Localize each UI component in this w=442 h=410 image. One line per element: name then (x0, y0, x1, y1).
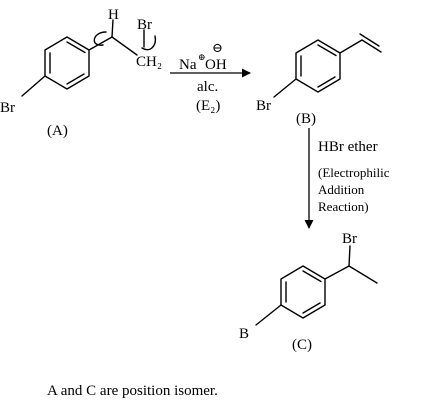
compound-a-atom-br-ring: Br (0, 100, 15, 116)
curved-arrow-icon (93, 31, 107, 46)
compound-a-atom-br-top: Br (137, 17, 152, 33)
compound-a-group-ch2: CH₂ (136, 54, 162, 70)
compound-a-bond-ring-to-chain (88, 36, 113, 51)
reagent-na: Na (179, 57, 197, 73)
compound-b-vinyl-double-bond (361, 39, 382, 53)
compound-c-atom-br-side: Br (342, 231, 357, 247)
conclusion-text: A and C are position isomer. (47, 383, 218, 399)
compound-b-vinyl-double-bond (359, 33, 380, 47)
compound-c-label: (C) (292, 337, 312, 353)
compound-c-bond-ring-to-ch (324, 265, 350, 280)
compound-a-ring-double-bonds (49, 41, 86, 85)
reaction-arrow-2: HBr ether (Electrophilic Addition Reacti… (304, 128, 390, 229)
reagent-oh: OH (205, 57, 227, 73)
compound-c-bond-ch-br (348, 245, 351, 267)
compound-b: Br (B) (256, 33, 382, 127)
compound-b-atom-br: Br (256, 98, 271, 114)
reaction-2-note-line-1: (Electrophilic (318, 165, 390, 180)
compound-c-ring-double-bonds (285, 270, 322, 314)
compound-c-atom-b-ring: B (239, 326, 249, 342)
compound-a-label: (A) (47, 123, 68, 139)
reaction-1-mechanism: (E₂) (196, 98, 220, 114)
compound-a-bond-ring-br (21, 75, 46, 97)
reaction-2-note-line-2: Addition (318, 182, 365, 197)
compound-a-bond-chain-to-ch2 (111, 36, 138, 56)
compound-a-bond-ch-h (111, 19, 114, 38)
reaction-1-solvent: alc. (197, 79, 218, 95)
reaction-2-note-line-3: Reaction) (318, 199, 369, 214)
compound-c-bond-ch-ch3 (348, 265, 378, 284)
compound-b-benzene-ring (295, 39, 341, 93)
reaction-2-reagent: HBr ether (318, 139, 378, 155)
compound-b-label: (B) (296, 111, 316, 127)
compound-c: Br B (C) (239, 231, 378, 353)
compound-b-bond-ring-br (273, 78, 297, 98)
compound-b-bond-ring-to-vinyl (339, 39, 363, 54)
compound-a-atom-h: H (108, 7, 119, 23)
reaction-arrow-1: Na ⊕ ⊖ OH alc. (E₂) (170, 40, 251, 114)
compound-a-benzene-ring (44, 36, 90, 90)
compound-b-ring-double-bonds (300, 44, 337, 88)
plus-charge-icon: ⊕ (198, 52, 206, 62)
compound-c-bond-ring-b (255, 304, 282, 326)
compound-c-benzene-ring (280, 265, 326, 319)
minus-charge-icon: ⊖ (212, 40, 223, 55)
compound-a: H Br CH₂ Br (A) (0, 7, 162, 139)
curved-arrow-icon (141, 35, 157, 51)
